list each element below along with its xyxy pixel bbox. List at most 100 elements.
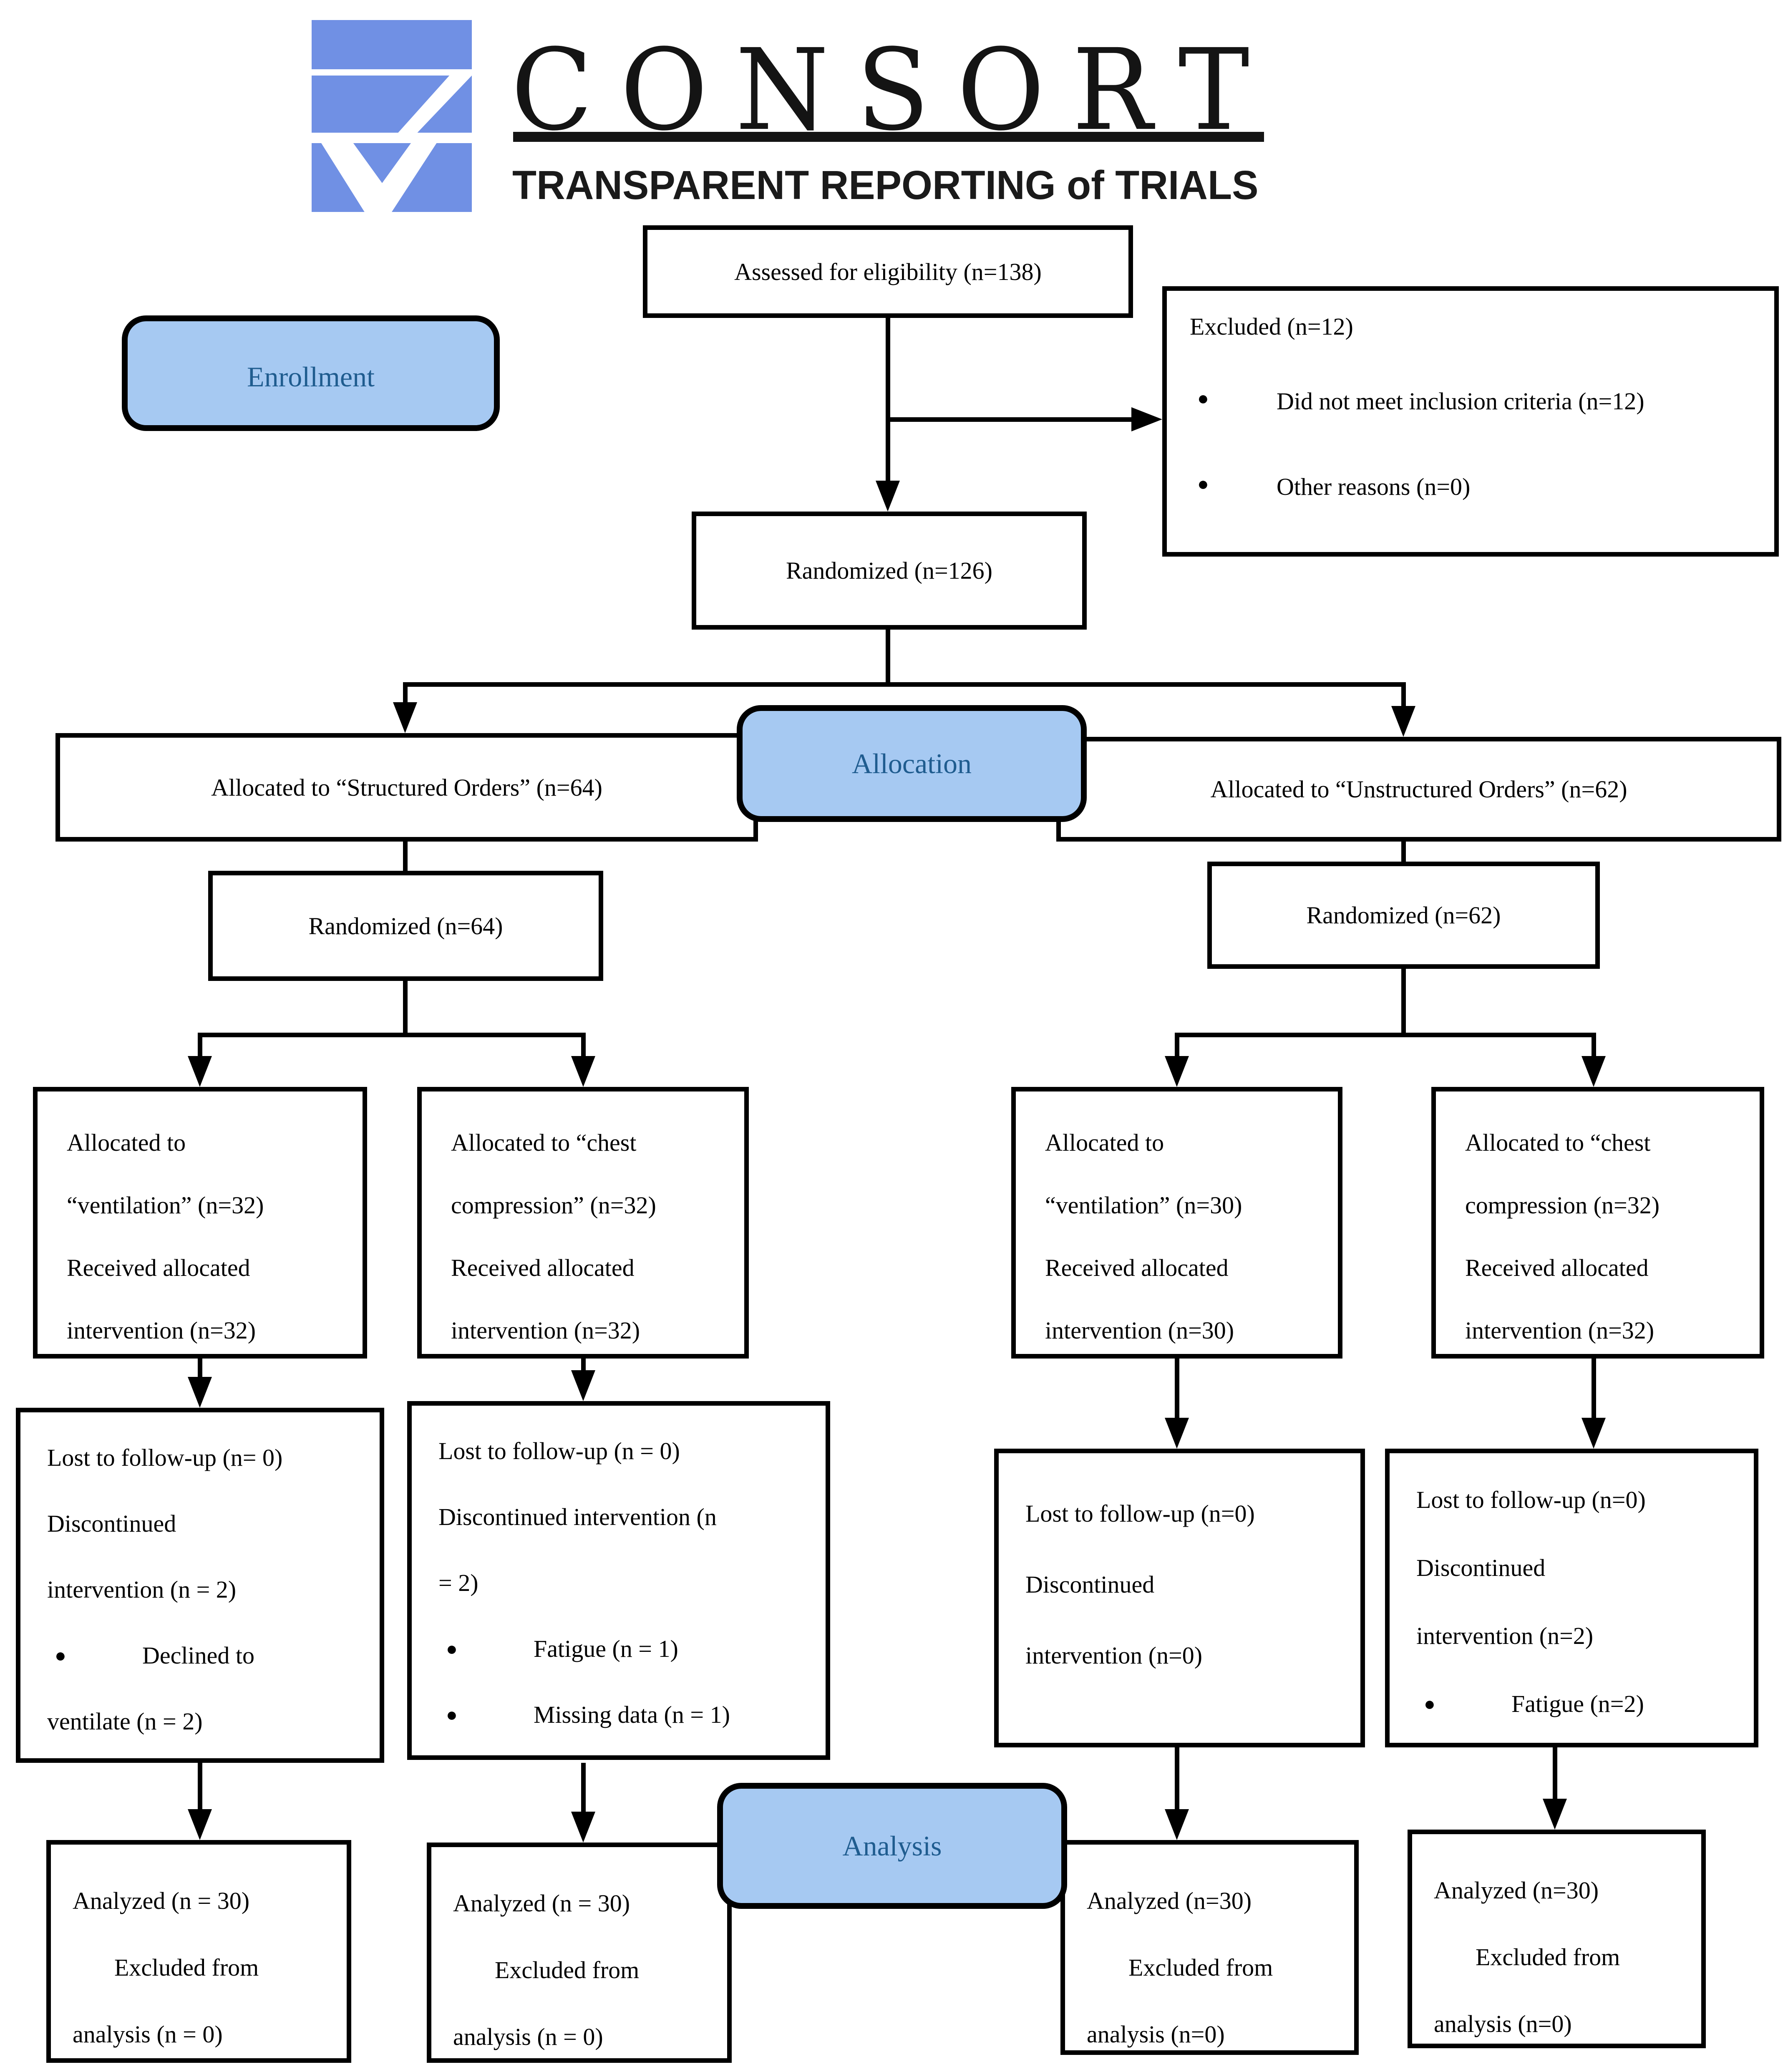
box-line: Received allocated bbox=[451, 1254, 635, 1281]
box-line: Excluded from bbox=[1476, 1943, 1620, 1971]
logo-square-bottom bbox=[312, 143, 472, 212]
arrowhead-arm-uv bbox=[1165, 1056, 1189, 1087]
connector-to-arm-uc bbox=[1592, 1035, 1596, 1060]
bullet-item: ● Did not meet inclusion criteria (n=12) bbox=[1190, 387, 1751, 415]
arm-unstructured-compression-box: Allocated to “chest compression (n=32) R… bbox=[1431, 1087, 1764, 1359]
stage-label-allocation: Allocation bbox=[737, 705, 1087, 822]
excluded-box: Excluded (n=12) ● Did not meet inclusion… bbox=[1162, 286, 1779, 557]
connector-split-right bbox=[1401, 684, 1406, 710]
box-line: Discontinued bbox=[1416, 1554, 1546, 1581]
arrowhead-arm-sv bbox=[188, 1056, 212, 1087]
lost-structured-ventilation-box: Lost to follow-up (n= 0) Discontinued in… bbox=[16, 1408, 384, 1763]
box-line: intervention (n=0) bbox=[1025, 1642, 1203, 1669]
arrowhead-analyzed-sc bbox=[571, 1812, 595, 1843]
arrowhead-lost-uc bbox=[1581, 1418, 1606, 1449]
bullet-item: ● Declined to bbox=[47, 1623, 372, 1689]
logo-check-shape bbox=[321, 143, 437, 212]
lost-unstructured-compression-box: Lost to follow-up (n=0) Discontinued int… bbox=[1385, 1449, 1758, 1747]
logo-divider bbox=[513, 132, 1264, 142]
bullet-icon: ● bbox=[1197, 473, 1209, 494]
box-line: Allocated to bbox=[67, 1129, 186, 1156]
arrowhead-unstructured bbox=[1391, 706, 1415, 737]
box-line: Excluded from bbox=[1128, 1954, 1273, 1981]
box-line: Lost to follow-up (n= 0) bbox=[47, 1444, 283, 1471]
box-line: “ventilation” (n=32) bbox=[67, 1192, 264, 1219]
box-line: Allocated to bbox=[1045, 1129, 1164, 1156]
assessed-box: Assessed for eligibility (n=138) bbox=[643, 225, 1133, 318]
logo-slash-shape bbox=[398, 76, 472, 133]
box-line: Analyzed (n = 30) bbox=[73, 1887, 250, 1914]
analyzed-structured-compression-box: Analyzed (n = 30) Excluded from analysis… bbox=[427, 1843, 732, 2063]
bullet-text: Fatigue (n = 1) bbox=[534, 1635, 678, 1662]
logo-subtitle: TRANSPARENT REPORTING of TRIALS bbox=[512, 162, 1259, 208]
connector-lost-sc-to-analyzed bbox=[581, 1763, 586, 1813]
connector-assessed-to-randomized bbox=[886, 318, 890, 484]
bullet-text: Fatigue (n=2) bbox=[1511, 1690, 1644, 1717]
box-line: analysis (n=0) bbox=[1087, 2021, 1225, 2048]
randomized-unstructured-box: Randomized (n=62) bbox=[1207, 862, 1600, 969]
box-line: analysis (n = 0) bbox=[73, 2021, 223, 2048]
lost-structured-compression-box: Lost to follow-up (n = 0) Discontinued i… bbox=[407, 1401, 830, 1760]
analyzed-structured-ventilation-box: Analyzed (n = 30) Excluded from analysis… bbox=[46, 1840, 351, 2063]
consort-logo-icon bbox=[312, 20, 472, 212]
connector-lost-sv-to-analyzed bbox=[198, 1763, 202, 1811]
box-line: intervention (n=32) bbox=[67, 1317, 256, 1344]
bullet-icon: ● bbox=[446, 1704, 458, 1725]
arrowhead-lost-sv bbox=[188, 1377, 212, 1408]
arrowhead-randomized bbox=[876, 481, 900, 512]
box-line: Discontinued bbox=[47, 1510, 176, 1537]
connector-to-arm-sc bbox=[581, 1035, 586, 1060]
randomized-main-box: Randomized (n=126) bbox=[692, 512, 1087, 630]
connector-unstructured-to-randomized62 bbox=[1401, 842, 1406, 864]
allocated-structured-box: Allocated to “Structured Orders” (n=64) bbox=[55, 733, 758, 842]
box-line: compression” (n=32) bbox=[451, 1192, 656, 1219]
randomized-structured-box: Randomized (n=64) bbox=[208, 871, 603, 981]
box-line: Analyzed (n = 30) bbox=[453, 1890, 630, 1917]
box-line: ventilate (n = 2) bbox=[47, 1708, 203, 1735]
box-line: Analyzed (n=30) bbox=[1087, 1887, 1252, 1914]
box-line: Discontinued intervention (n bbox=[438, 1503, 717, 1530]
box-line: = 2) bbox=[438, 1569, 478, 1596]
allocated-unstructured-box: Allocated to “Unstructured Orders” (n=62… bbox=[1056, 737, 1781, 842]
box-line: Excluded from bbox=[114, 1954, 259, 1981]
box-line: intervention (n=2) bbox=[1416, 1622, 1594, 1649]
analyzed-unstructured-ventilation-box: Analyzed (n=30) Excluded from analysis (… bbox=[1060, 1840, 1359, 2055]
bullet-icon: ● bbox=[1197, 388, 1209, 409]
arrowhead-analyzed-sv bbox=[188, 1809, 212, 1840]
arrowhead-lost-uv bbox=[1165, 1418, 1189, 1449]
bullet-item: ● Other reasons (n=0) bbox=[1190, 473, 1751, 501]
box-line: Analyzed (n=30) bbox=[1434, 1877, 1599, 1904]
stage-label-enrollment: Enrollment bbox=[122, 315, 500, 431]
box-line: Received allocated bbox=[67, 1254, 250, 1281]
bullet-text: Missing data (n = 1) bbox=[534, 1701, 730, 1728]
box-line: analysis (n = 0) bbox=[453, 2023, 603, 2050]
box-line: Discontinued bbox=[1025, 1571, 1155, 1598]
stage-label-analysis: Analysis bbox=[717, 1783, 1067, 1909]
lost-unstructured-ventilation-box: Lost to follow-up (n=0) Discontinued int… bbox=[994, 1449, 1365, 1747]
box-line: Received allocated bbox=[1465, 1254, 1649, 1281]
bullet-text: Did not meet inclusion criteria (n=12) bbox=[1277, 388, 1644, 415]
connector-structured-arm-split bbox=[198, 1033, 586, 1037]
connector-randomized62-down bbox=[1401, 969, 1406, 1036]
bullet-text: Declined to bbox=[142, 1642, 254, 1669]
arrowhead-analyzed-uc bbox=[1543, 1799, 1567, 1830]
box-line: Excluded from bbox=[495, 1956, 640, 1984]
arrowhead-lost-sc bbox=[571, 1370, 595, 1401]
logo-square-middle bbox=[312, 76, 472, 133]
connector-lost-uv-to-analyzed bbox=[1175, 1747, 1179, 1811]
excluded-title: Excluded (n=12) bbox=[1190, 313, 1353, 340]
bullet-icon: ● bbox=[55, 1645, 66, 1666]
connector-randomized64-down bbox=[403, 981, 408, 1035]
box-line: Lost to follow-up (n=0) bbox=[1025, 1500, 1255, 1527]
connector-structured-to-randomized64 bbox=[403, 842, 408, 873]
bullet-text: Other reasons (n=0) bbox=[1277, 473, 1471, 500]
box-line: Allocated to “chest bbox=[1465, 1129, 1651, 1156]
box-line: Lost to follow-up (n=0) bbox=[1416, 1486, 1646, 1513]
logo-square-top bbox=[312, 20, 472, 69]
box-line: Received allocated bbox=[1045, 1254, 1229, 1281]
arm-structured-ventilation-box: Allocated to “ventilation” (n=32) Receiv… bbox=[33, 1087, 367, 1359]
box-line: intervention (n=30) bbox=[1045, 1317, 1234, 1344]
connector-arm-uc-to-lost bbox=[1592, 1359, 1596, 1420]
connector-to-excluded bbox=[888, 417, 1134, 422]
